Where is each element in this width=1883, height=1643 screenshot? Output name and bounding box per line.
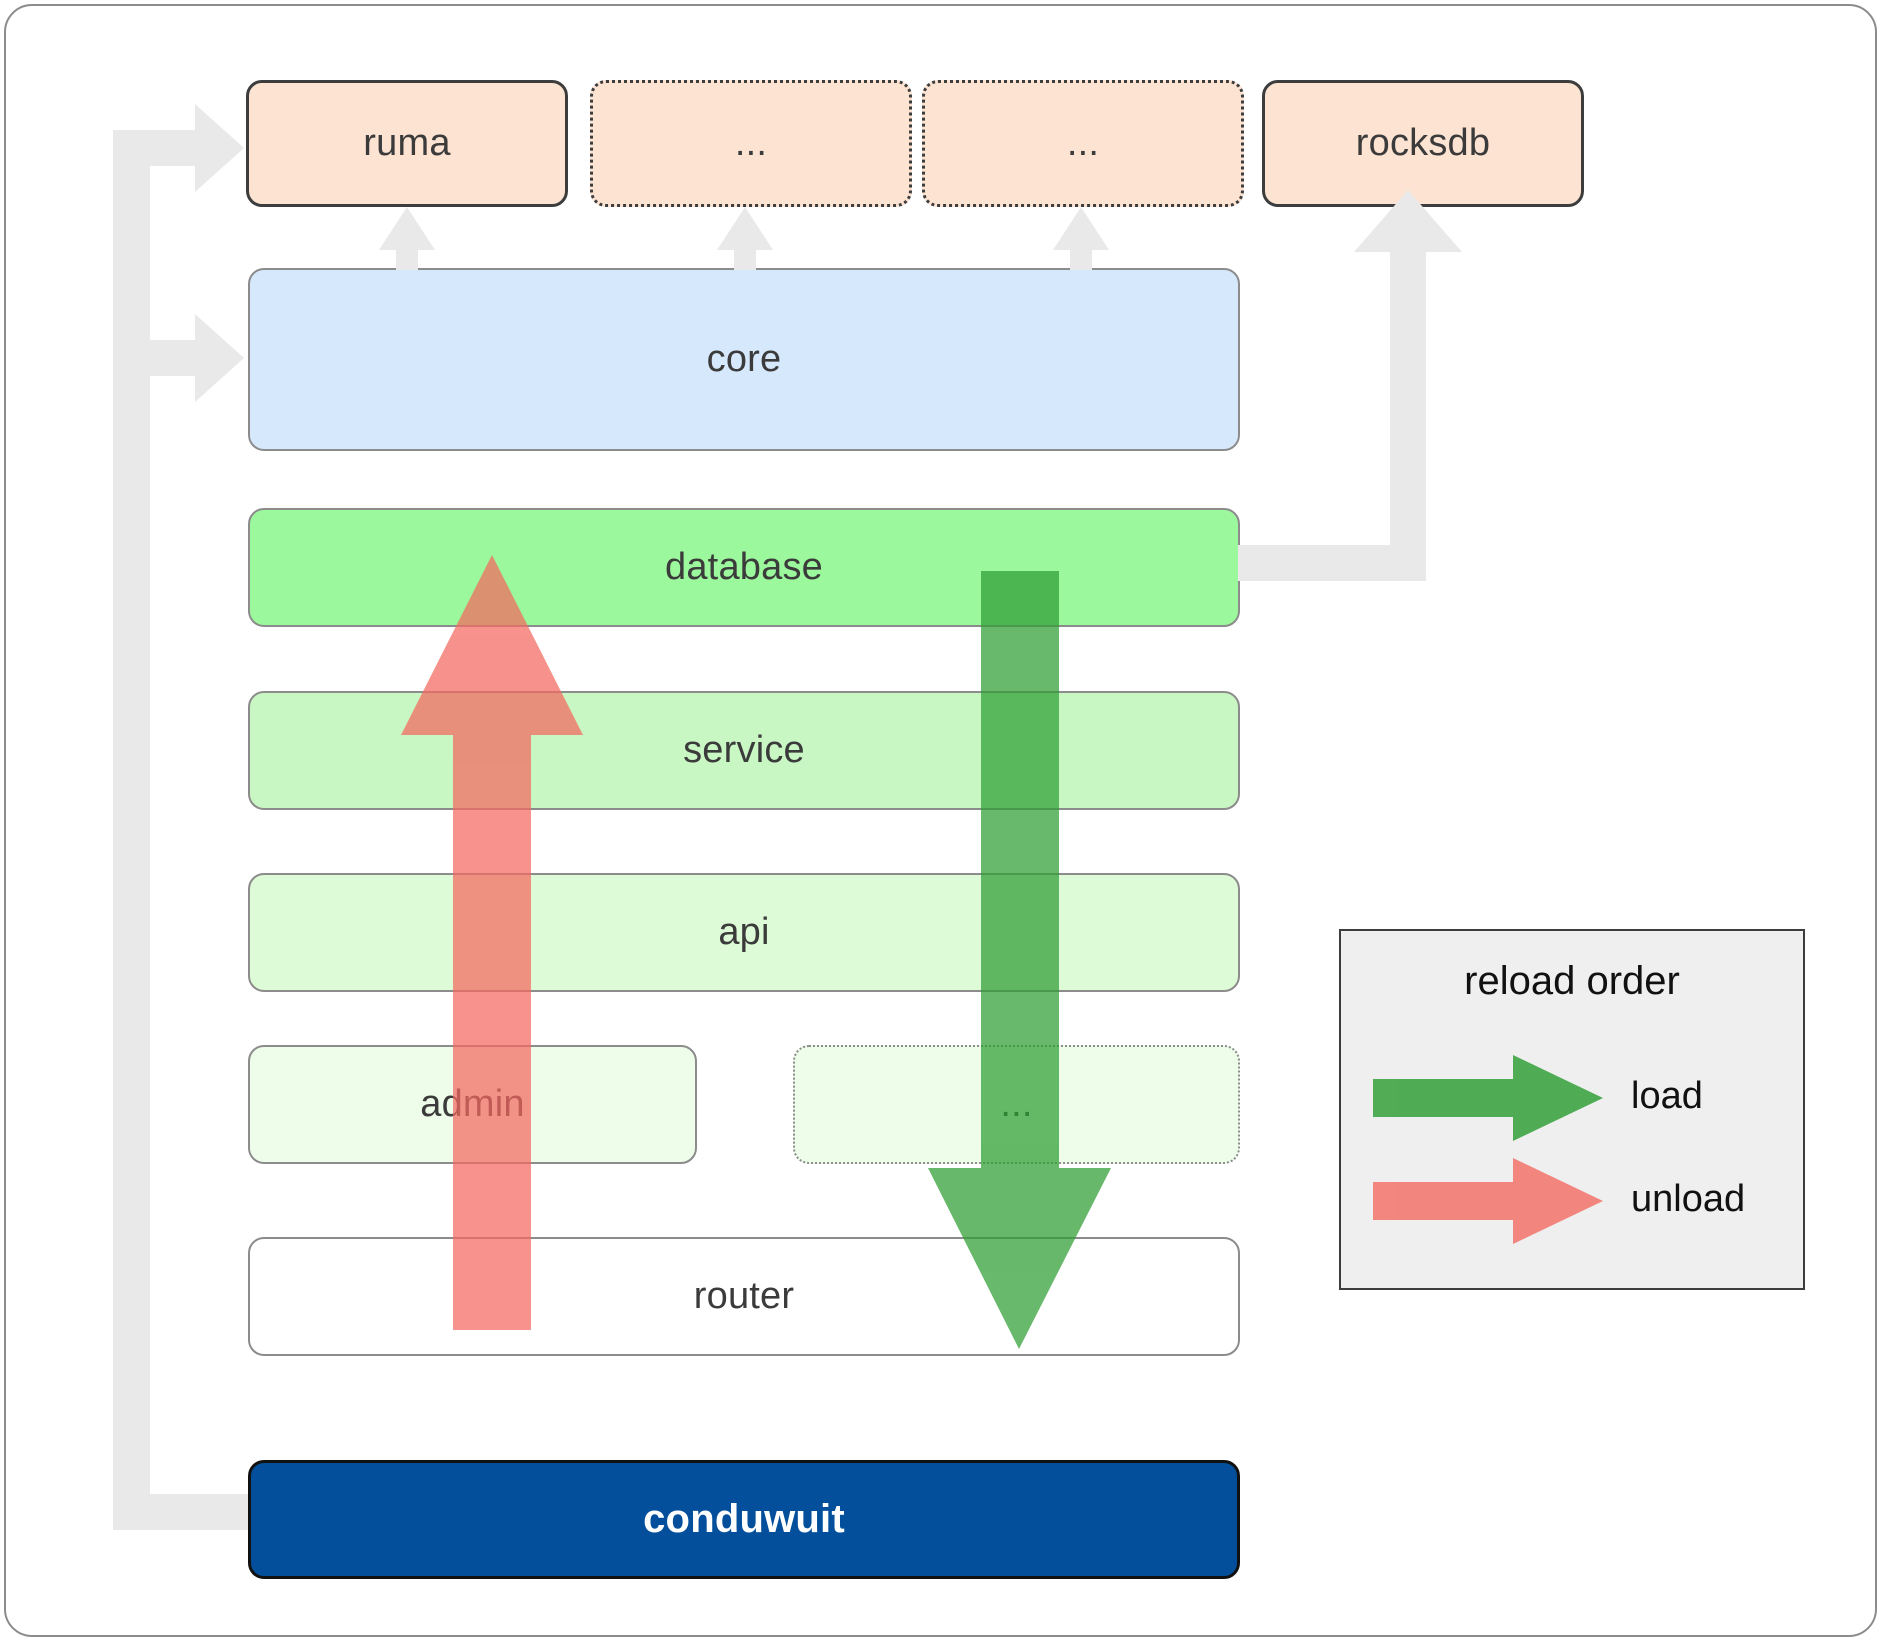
layer-label-router: router [693, 1275, 795, 1317]
layer-node-api[interactable]: api [248, 873, 1240, 992]
dependency-label-3: ... [1066, 122, 1100, 164]
layer-label-admin: admin [420, 1083, 525, 1125]
legend-panel: reload order load unload [1339, 929, 1805, 1290]
legend-row-load: load [1341, 1053, 1803, 1143]
dependency-label-2: ... [734, 122, 768, 164]
legend-title: reload order [1464, 959, 1680, 1003]
load-arrow-icon [1373, 1055, 1603, 1141]
legend-row-unload: unload [1341, 1156, 1803, 1246]
dependency-node-2[interactable]: ... [590, 80, 912, 207]
application-label-conduwuit: conduwuit [643, 1497, 845, 1541]
layer-label-core: core [706, 338, 782, 380]
layer-label-api: api [718, 911, 770, 953]
dependency-node-ruma[interactable]: ruma [246, 80, 568, 207]
legend-label-load: load [1631, 1075, 1703, 1117]
layer-node-core[interactable]: core [248, 268, 1240, 451]
legend-label-unload: unload [1631, 1178, 1746, 1220]
dependency-label-rocksdb: rocksdb [1355, 122, 1491, 164]
unload-arrow-icon [1373, 1158, 1603, 1244]
layer-label-service: service [683, 729, 805, 771]
dependency-node-rocksdb[interactable]: rocksdb [1262, 80, 1584, 207]
layer-label-etc: ... [1000, 1083, 1033, 1125]
layer-label-database: database [665, 546, 823, 588]
dependency-node-3[interactable]: ... [922, 80, 1244, 207]
dependency-label-ruma: ruma [363, 122, 451, 164]
application-node-conduwuit[interactable]: conduwuit [248, 1460, 1240, 1579]
